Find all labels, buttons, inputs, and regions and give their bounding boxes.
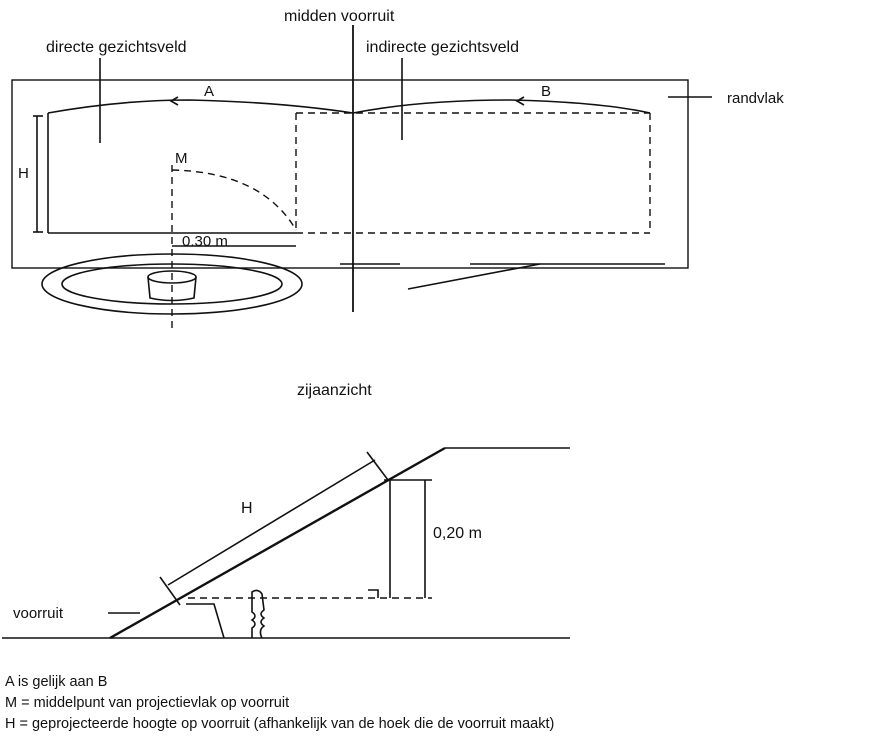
top-view xyxy=(11,25,712,330)
steering-hub xyxy=(147,276,197,302)
indirect-field-label: indirecte gezichtsveld xyxy=(366,39,519,56)
windshield-label: voorruit xyxy=(13,605,64,622)
steering-column-back xyxy=(250,598,256,638)
lever-line xyxy=(407,263,541,290)
h-parallel-line xyxy=(167,459,376,586)
steering-wheel-outer xyxy=(41,253,303,315)
h-label-side: H xyxy=(241,500,253,517)
right-angle-marker xyxy=(368,589,379,598)
side-view-title: zijaanzicht xyxy=(297,382,372,399)
direct-field-label: directe gezichtsveld xyxy=(46,39,187,56)
legend-line-h: H = geprojecteerde hoogte op voorruit (a… xyxy=(5,716,555,732)
edge-plane-label: randvlak xyxy=(727,90,784,107)
legend: A is gelijk aan B M = middelpunt van pro… xyxy=(5,672,554,735)
steering-column xyxy=(251,589,266,639)
distance-label: 0.30 m xyxy=(182,233,228,250)
dashboard-piece xyxy=(186,603,225,639)
b-label: B xyxy=(541,83,551,100)
direct-field-top-curve xyxy=(47,99,354,114)
legend-line-m: M = middelpunt van projectievlak op voor… xyxy=(5,695,290,711)
arrow-b-head xyxy=(515,96,525,106)
height-label: 0,20 m xyxy=(433,525,482,542)
windshield-slope-line xyxy=(109,446,446,640)
indirect-field-top-curve xyxy=(352,99,651,114)
side-view xyxy=(2,446,570,640)
legend-line-a-equals-b: A is gelijk aan B xyxy=(5,674,108,690)
edge-plane-rect xyxy=(11,79,689,269)
arrow-a-head xyxy=(169,96,179,106)
steering-wheel-inner xyxy=(61,263,283,305)
h-parallel-tick-2 xyxy=(366,451,389,481)
m-arc-dashed xyxy=(171,169,297,231)
a-label: A xyxy=(204,83,214,100)
h-parallel-tick-1 xyxy=(159,576,181,606)
m-label: M xyxy=(175,150,188,167)
h-label-top: H xyxy=(18,165,29,182)
windshield-center-label: midden voorruit xyxy=(284,8,395,25)
